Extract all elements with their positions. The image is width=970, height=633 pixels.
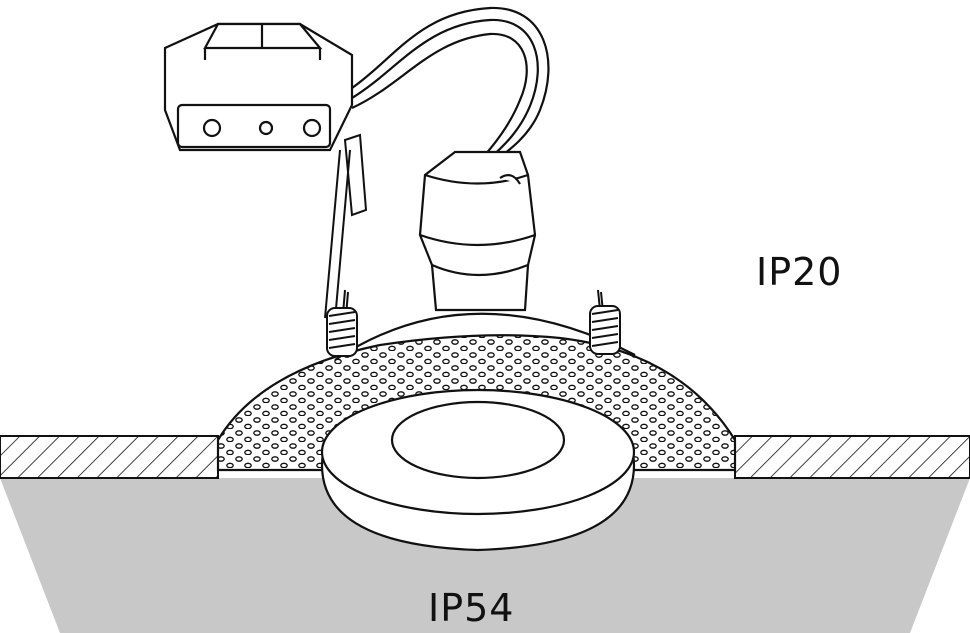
trim-ring: [320, 388, 636, 552]
spring-clip-left: [326, 289, 358, 357]
cable-clamp: [324, 133, 368, 321]
ceiling-board: [0, 435, 970, 479]
driver-box: [163, 22, 354, 152]
zone-label-ip20: IP20: [756, 250, 843, 294]
supply-wires: [351, 6, 550, 164]
below-ceiling-zone: [0, 478, 970, 633]
lamp-holder: [418, 150, 537, 312]
spring-clip-right: [589, 289, 621, 355]
zone-label-ip54: IP54: [428, 586, 515, 630]
